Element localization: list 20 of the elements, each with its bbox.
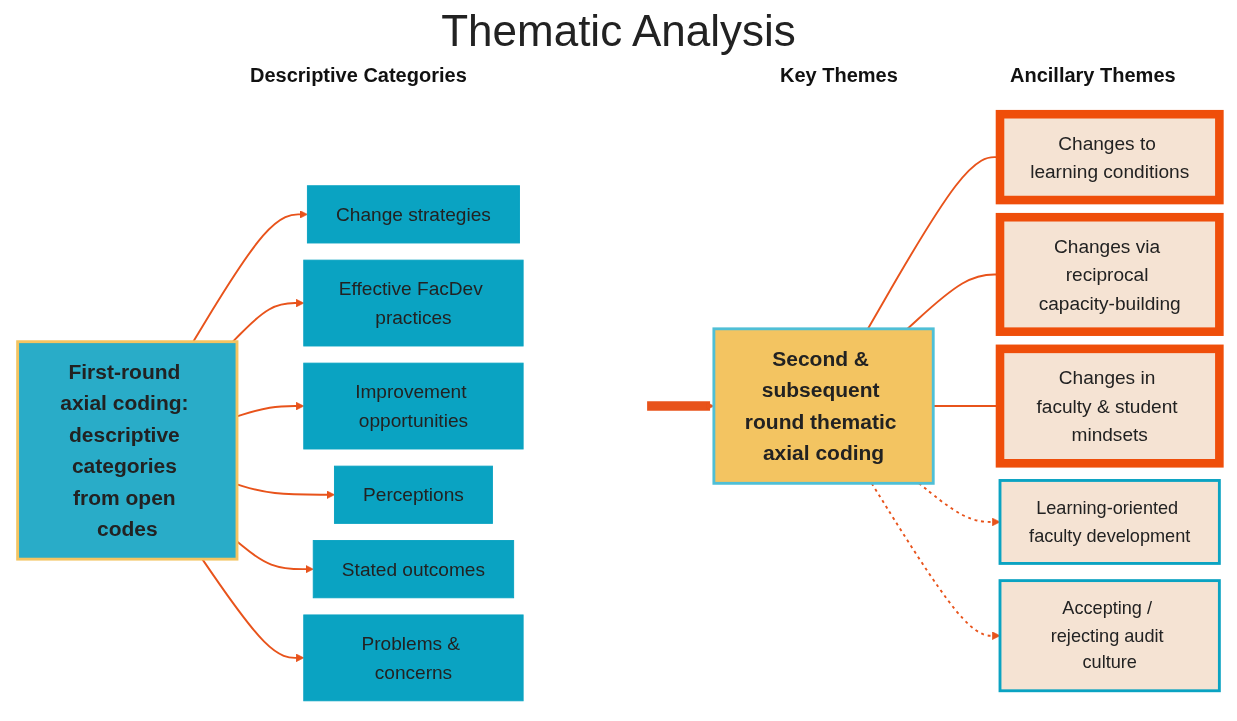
arrow: [231, 298, 305, 343]
node-box: [995, 212, 1224, 336]
node-box: [303, 259, 524, 347]
diagram-title: Thematic Analysis: [440, 6, 797, 56]
node-box: [16, 340, 239, 561]
column-heading: Key Themes: [780, 64, 898, 87]
flowchart: First-round axial coding: descriptive categories from open codes Change strategies Effective FacDev practices Improvement opportunities Perceptions Stated outcomes Problems & concerns Second & subsequent round thematic axial coding Changes to learning conditions Changes via reciprocal capacity-building Changes in faculty & student mindsets Learning-oriented faculty development Accepting / rejecting audit culture: [10, 100, 1227, 715]
node-box: [998, 479, 1221, 565]
node-box: [995, 344, 1224, 468]
node-box: [303, 614, 524, 702]
node-box: [334, 465, 493, 524]
column-heading: Descriptive Categories: [250, 64, 467, 87]
node-box: [712, 327, 935, 485]
arrow: [192, 210, 308, 343]
node-box: [998, 579, 1221, 693]
node-box: [995, 109, 1224, 205]
node-box: [306, 185, 520, 244]
node-box: [303, 362, 524, 450]
column-heading: Ancillary Themes: [1010, 64, 1176, 87]
node-box: [312, 540, 515, 599]
